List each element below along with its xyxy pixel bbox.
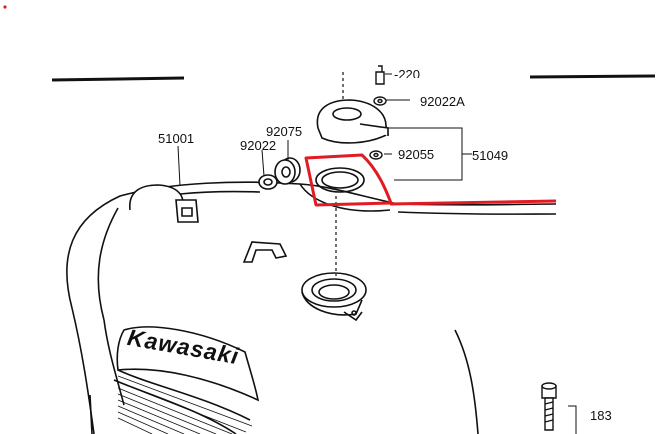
bolt-part	[541, 382, 557, 431]
part-label-washer-top: 92022A	[420, 94, 465, 109]
highlight-box	[304, 153, 393, 207]
fuel-tank	[66, 181, 557, 434]
emblem-stripes	[117, 375, 253, 434]
washer-part	[258, 174, 278, 190]
fuel-cap	[316, 99, 389, 144]
filler-neck	[301, 272, 367, 322]
part-label-cushion: 92075	[266, 124, 303, 139]
part-label-bolt: 183	[590, 408, 612, 423]
part-label-cap-assembly: 51049	[472, 148, 509, 163]
cap-gasket	[315, 167, 365, 193]
part-label-tank: 51001	[158, 131, 195, 146]
top-screw	[375, 65, 385, 85]
part-label-washer-cap: 92055	[398, 147, 435, 162]
small-washers	[369, 96, 387, 160]
mounting-bracket	[242, 241, 288, 263]
corner-mark	[3, 5, 7, 9]
frame-top-lines	[51, 74, 656, 82]
cushion-part	[274, 157, 301, 185]
leader-lines	[177, 73, 577, 434]
filler-dome	[129, 184, 199, 223]
highlight-line	[389, 199, 557, 206]
part-label-top-partial: -220	[394, 68, 421, 78]
part-label-washer-left: 92022	[240, 138, 277, 153]
